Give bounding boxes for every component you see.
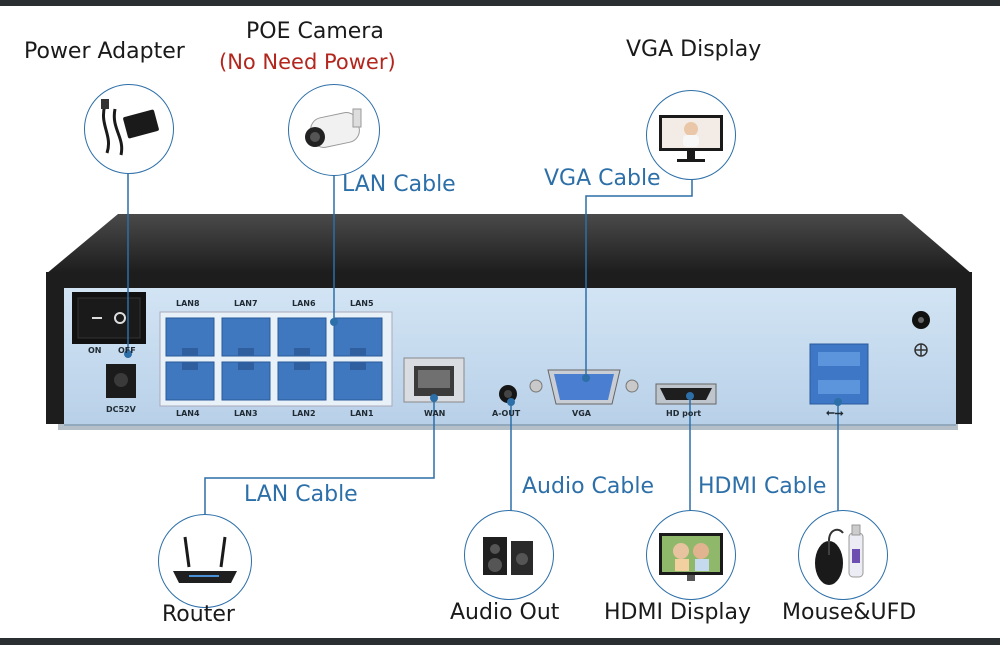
aout-label: A-OUT (492, 409, 521, 418)
tv-icon (659, 533, 723, 581)
lan7-label: LAN7 (234, 299, 258, 308)
hdmi-display-label: HDMI Display (604, 600, 752, 625)
lan3-label: LAN3 (234, 409, 258, 418)
router-label: Router (162, 602, 235, 627)
switch-off-label: OFF (118, 346, 136, 355)
lan-port-latch (294, 362, 310, 370)
router-icon (173, 536, 237, 583)
lan-port-latch (294, 348, 310, 356)
hdport-label: HD port (666, 409, 702, 418)
lan4-label: LAN4 (176, 409, 200, 418)
hdmi-cable-label: HDMI Cable (698, 474, 827, 499)
monitor-icon (659, 115, 723, 162)
dc-label: DC52V (106, 405, 136, 414)
lan2-label: LAN2 (292, 409, 316, 418)
audio-out-label: Audio Out (450, 600, 560, 625)
lan8-label: LAN8 (176, 299, 200, 308)
lan-cable-top-label: LAN Cable (342, 172, 456, 197)
poe-camera-label: POE Camera (246, 19, 384, 44)
switch-on-label: ON (88, 346, 102, 355)
vga-display-circle (646, 90, 736, 180)
vga-display-label: VGA Display (626, 37, 762, 62)
connection-diagram: ON OFF DC52V LAN8 LAN7 LAN6 LAN5 LAN4 LA… (0, 6, 1000, 638)
speaker-icon (483, 537, 533, 575)
power-adapter-icon (101, 99, 159, 156)
hdmi-display-circle (646, 510, 736, 600)
poe-note-label: (No Need Power) (219, 50, 396, 74)
power-adapter-circle (84, 84, 174, 174)
lan6-label: LAN6 (292, 299, 316, 308)
lan-port-latch (182, 348, 198, 356)
usb-icon: ⭠⭢ (826, 406, 844, 419)
audio-out-circle (464, 510, 554, 600)
lan-port-latch (238, 348, 254, 356)
camera-icon (305, 108, 362, 148)
lan-cable-bottom-label: LAN Cable (244, 482, 358, 507)
poe-camera-circle (288, 84, 380, 176)
mouse-ufd-label: Mouse&UFD (782, 600, 917, 625)
power-adapter-label: Power Adapter (24, 39, 185, 64)
lan-port-latch (350, 362, 366, 370)
vga-port-label: VGA (572, 409, 591, 418)
vga-cable-label: VGA Cable (544, 166, 661, 191)
router-circle (158, 514, 252, 608)
audio-cable-label: Audio Cable (522, 474, 654, 499)
lan-port-latch (238, 362, 254, 370)
lan-port-latch (350, 348, 366, 356)
lan5-label: LAN5 (350, 299, 374, 308)
wan-label: WAN (424, 409, 446, 418)
mouse-icon (815, 524, 864, 585)
lan-port-latch (182, 362, 198, 370)
mouse-ufd-circle (798, 510, 888, 600)
nvr-chassis (46, 166, 972, 516)
lan1-label: LAN1 (350, 409, 374, 418)
